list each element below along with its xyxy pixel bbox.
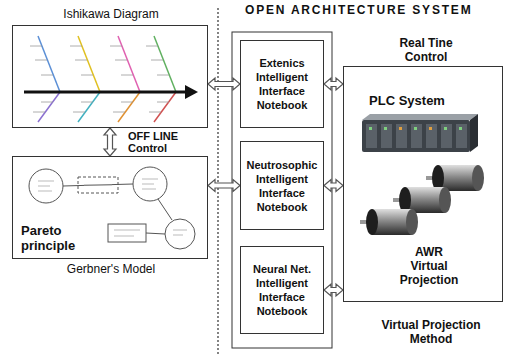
fishbone-head — [185, 85, 198, 99]
box-label: Extenics Intelligent Interface Notebook — [244, 56, 320, 112]
fishbone-rib — [78, 36, 100, 92]
plc-rack-side — [470, 114, 478, 152]
plc-led — [369, 127, 462, 130]
fishbone-subcause — [30, 46, 169, 112]
notebook-box: Neural Net. Intelligent Interface Notebo… — [240, 246, 324, 334]
diagram-panel: Ishikawa Diagram — [12, 25, 208, 128]
fishbone-rib — [118, 36, 140, 92]
device-label: AWR Virtual Projection — [397, 245, 461, 287]
double-arrow — [324, 78, 343, 90]
fishbone-spine — [24, 91, 186, 94]
fishbone-rib — [154, 92, 176, 122]
panel-heading: Gerbner's Model — [13, 262, 209, 276]
plc-rack — [362, 114, 478, 152]
diagram-panel: Pareto principleGerbner's Model — [12, 156, 208, 259]
plc-led — [399, 127, 432, 130]
servo-motor — [360, 209, 418, 235]
model-link — [158, 199, 172, 220]
motor-face — [366, 209, 378, 235]
box-label: Neutrosophic Intelligent Interface Noteb… — [244, 158, 320, 214]
motor-end — [439, 187, 451, 213]
caption-label: Virtual Projection Method — [375, 318, 487, 346]
plc-module — [366, 124, 467, 148]
fishbone-rib — [38, 36, 60, 92]
motor-end — [406, 209, 418, 235]
control-panel: Real Tine ControlPLC SystemAWR Virtual P… — [343, 66, 503, 302]
model-circle — [165, 219, 195, 249]
box-label: Neural Net. Intelligent Interface Notebo… — [244, 262, 320, 318]
notebook-enclosure — [232, 32, 332, 348]
motor-end — [472, 165, 484, 191]
panel-heading: Real Tine Control — [386, 36, 466, 64]
notebook-box: Neutrosophic Intelligent Interface Noteb… — [240, 141, 324, 230]
connector-label: OFF LINE Control — [128, 130, 192, 154]
double-arrow — [208, 78, 240, 90]
panel-heading: Ishikawa Diagram — [13, 7, 209, 21]
region-title: OPEN ARCHITECTURE SYSTEM — [245, 3, 472, 17]
fishbone-rib — [154, 36, 176, 92]
plc-rack-top — [362, 114, 478, 120]
fishbone-rib — [38, 92, 60, 122]
device-label: PLC System — [347, 93, 467, 108]
model-link — [146, 233, 165, 234]
double-arrow — [208, 180, 240, 192]
fishbone-illustration — [24, 36, 198, 122]
double-arrow — [324, 180, 343, 192]
double-arrow — [324, 284, 343, 296]
fishbone-rib — [118, 92, 140, 122]
fishbone-rib — [78, 92, 100, 122]
region-boundary — [217, 8, 218, 356]
panel-text: Pareto principle — [21, 223, 91, 253]
double-arrow — [104, 128, 116, 156]
model-frame — [108, 224, 146, 242]
plc-rack-front — [362, 120, 470, 152]
notebook-box: Extenics Intelligent Interface Notebook — [240, 40, 324, 128]
